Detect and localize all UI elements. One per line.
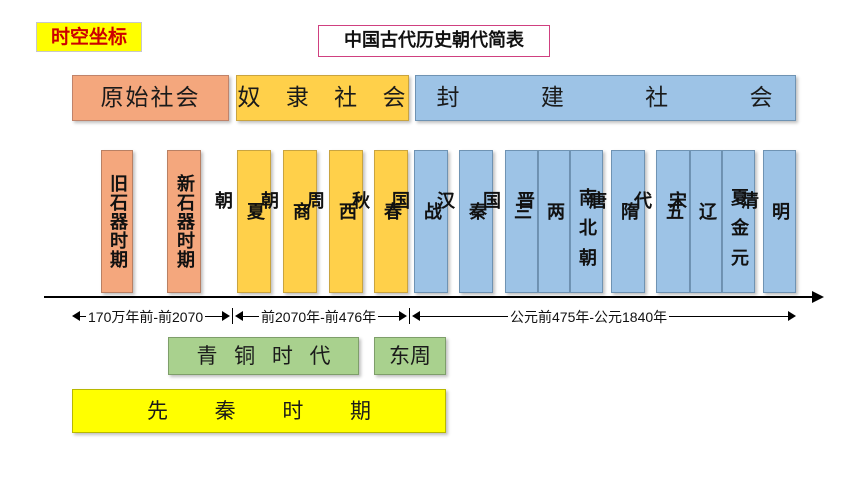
period-bronze-age: 青 铜 时 代: [168, 337, 359, 375]
range-label: 前2070年-前476年: [259, 306, 379, 328]
arrow-left-icon: [72, 311, 80, 321]
range-feudal-era: 公元前475年-公元1840年: [412, 306, 796, 328]
range-divider: [232, 308, 233, 324]
range-label: 公元前475年-公元1840年: [508, 306, 670, 328]
era-slave-society: 奴 隶 社 会: [236, 75, 409, 121]
column-label: 辽宋: [666, 190, 717, 264]
column-label: 商朝: [258, 190, 311, 264]
section-tag: 时空坐标: [36, 22, 142, 52]
era-slave-label: 奴 隶 社 会: [237, 85, 408, 111]
column-three-kingdoms: 三国: [480, 150, 538, 293]
column-warring-states: 战国: [389, 150, 448, 293]
range-prehistoric: 170万年前-前2070: [72, 306, 232, 328]
column-label: 夏朝: [212, 190, 265, 264]
era-primitive-society: 原始社会: [72, 75, 229, 121]
era-primitive-label: 原始社会: [100, 85, 201, 111]
column-paleolithic: 旧石器时期: [101, 150, 133, 293]
column-spring-autumn: 春秋: [349, 150, 408, 293]
arrow-right-icon: [788, 311, 796, 321]
column-label: 秦汉: [434, 190, 487, 264]
period-pre-qin: 先 秦 时 期: [72, 389, 446, 433]
column-five-dynasties: 五代: [631, 150, 690, 293]
column-qin-han: 秦汉: [434, 150, 493, 293]
arrow-left-icon: [235, 311, 243, 321]
range-slave-era: 前2070年-前476年: [235, 306, 407, 328]
arrow-left-icon: [412, 311, 420, 321]
column-label: 五代: [631, 190, 684, 264]
era-feudal-label: 封 建 社 会: [436, 85, 775, 111]
arrow-right-icon: [222, 311, 230, 321]
column-label: 西周: [304, 190, 357, 264]
range-divider: [409, 308, 410, 324]
column-neolithic: 新石器时期: [167, 150, 201, 293]
timeline-arrowhead: [812, 291, 824, 303]
era-feudal-society: 封 建 社 会: [415, 75, 796, 121]
column-shang: 商朝: [258, 150, 317, 293]
page-title: 中国古代历史朝代简表: [318, 25, 550, 57]
column-label: 战国: [389, 190, 442, 264]
column-label: 明清: [738, 190, 790, 264]
column-label: 新石器时期: [174, 174, 195, 269]
column-label: 夏金元: [728, 166, 749, 278]
column-label: 春秋: [349, 190, 402, 264]
column-jin: 两晋: [514, 150, 570, 293]
column-label: 旧石器时期: [107, 174, 128, 269]
column-liao-song: 辽宋: [666, 150, 722, 293]
column-ming-qing: 明清: [738, 150, 796, 293]
column-label: 南北朝: [576, 166, 597, 278]
column-xia-jin-yuan: 夏金元: [722, 150, 755, 293]
column-western-zhou: 西周: [304, 150, 363, 293]
range-label: 170万年前-前2070: [86, 306, 206, 328]
column-southern-northern: 南北朝: [570, 150, 603, 293]
column-label: 两晋: [514, 190, 565, 264]
column-sui-tang: 隋唐: [586, 150, 645, 293]
arrow-right-icon: [399, 311, 407, 321]
column-label: 隋唐: [586, 190, 639, 264]
timeline-axis: [44, 296, 814, 298]
column-xia: 夏朝: [212, 150, 271, 293]
period-eastern-zhou: 东周: [374, 337, 446, 375]
column-label: 三国: [480, 190, 532, 264]
